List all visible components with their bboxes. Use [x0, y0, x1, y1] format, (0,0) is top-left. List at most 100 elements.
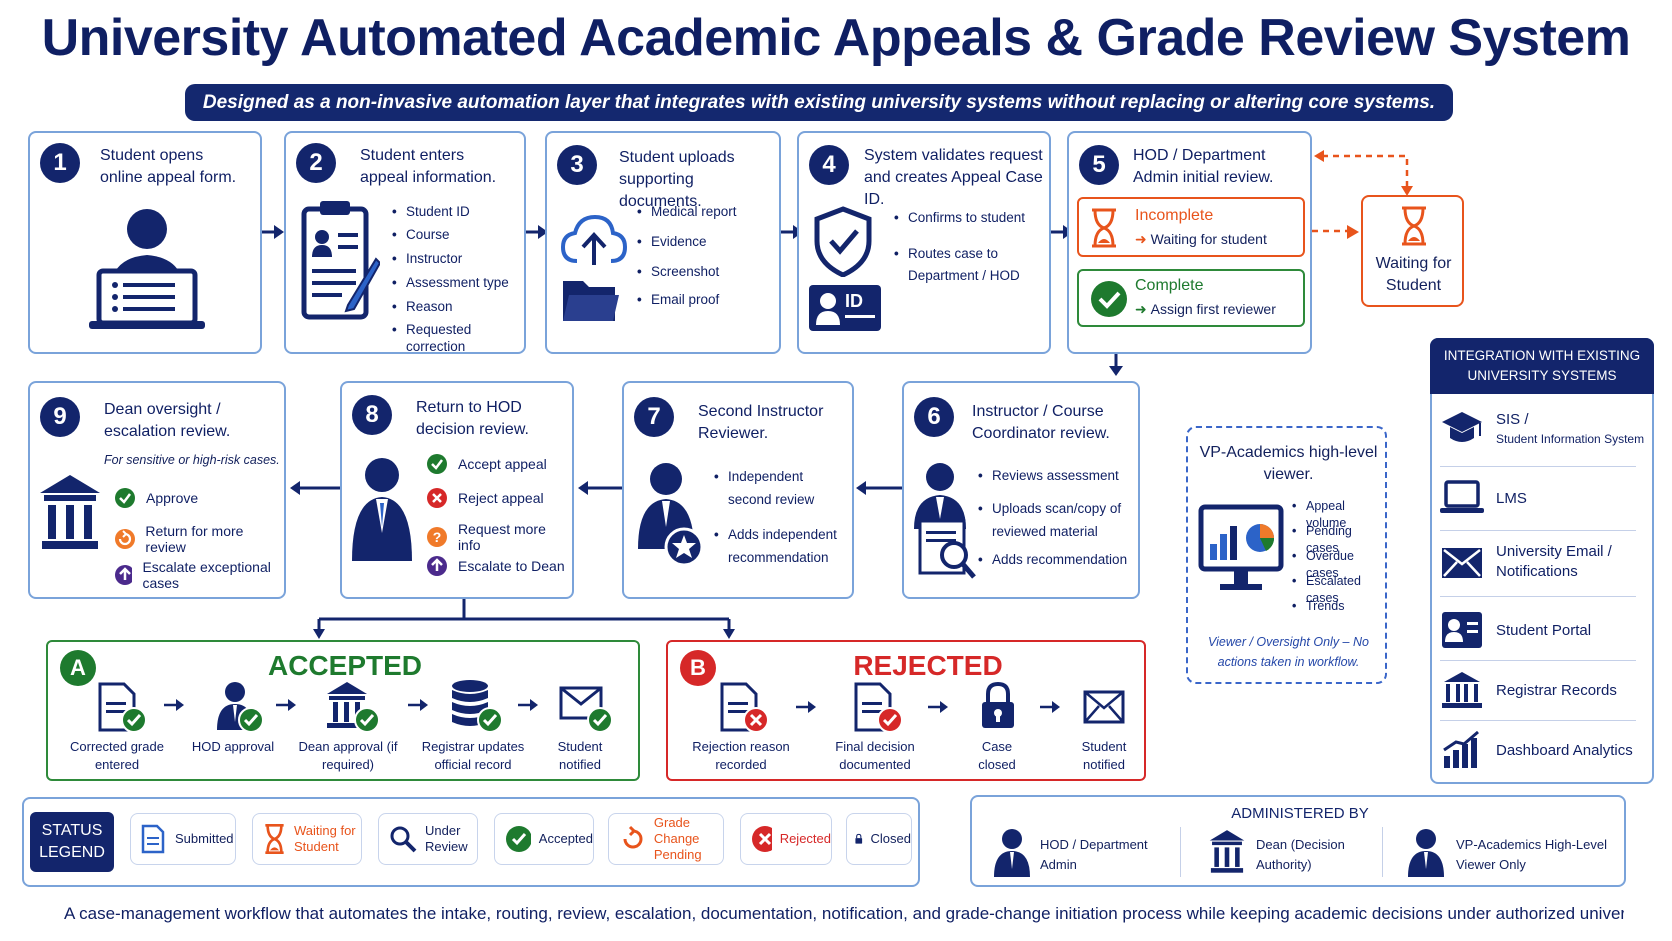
step-1-card[interactable]: 1 Student opens online appeal form.	[28, 131, 262, 354]
laptop-icon	[1440, 480, 1484, 513]
divider	[1440, 720, 1636, 721]
step-title: Return to HOD decision review.	[416, 399, 529, 438]
rejected-step: Student notified	[1081, 739, 1127, 772]
option-accept: Accept appeal	[426, 453, 547, 475]
step-title: HOD / Department Admin initial review.	[1133, 147, 1274, 186]
option-return: Return for more review	[114, 523, 284, 555]
step-8-card[interactable]: 8 Return to HOD decision review. Accept …	[340, 381, 574, 599]
bar-chart-icon	[1443, 730, 1479, 768]
svg-text:?: ?	[433, 529, 442, 545]
lock-icon	[982, 682, 1014, 728]
bullet-item: Independent second review	[714, 465, 834, 511]
bullet-item: Adds independent recommendation	[714, 523, 844, 569]
rejected-title: REJECTED	[853, 650, 1003, 681]
legend-waiting: Waiting for Student	[252, 813, 362, 865]
flow-arrow-left	[856, 481, 902, 495]
step-title: Instructor / Course Coordinator review.	[972, 403, 1110, 442]
email-icon	[1442, 548, 1482, 578]
integration-header: INTEGRATION WITH EXISTING UNIVERSITY SYS…	[1430, 338, 1654, 394]
database-icon	[452, 680, 503, 733]
integration-item-dashboard: Dashboard Analytics	[1440, 730, 1633, 770]
step-number: 9	[40, 397, 80, 437]
legend-title: STATUS LEGEND	[30, 812, 114, 872]
divider	[1440, 660, 1636, 661]
divider	[1440, 466, 1636, 467]
bullet-item: Course	[392, 226, 450, 243]
step-note: For sensitive or high-risk cases.	[104, 453, 280, 467]
vp-person-icon	[1408, 829, 1444, 877]
step-number: 5	[1079, 145, 1119, 185]
flow-arrow	[276, 699, 296, 711]
legend-closed: Closed	[846, 813, 912, 865]
incomplete-status[interactable]: Incomplete ➜ Waiting for student	[1077, 197, 1305, 257]
flow-arrow	[408, 699, 428, 711]
vp-viewer-title: VP-Academics high-level viewer.	[1199, 444, 1378, 483]
envelope-icon	[1083, 690, 1125, 724]
status-legend	[22, 797, 920, 887]
accepted-panel: A ACCEPTED	[46, 640, 640, 781]
id-card-icon	[1442, 612, 1482, 648]
vp-viewer-note: Viewer / Oversight Only – No actions tak…	[1208, 635, 1369, 669]
step-number: 3	[557, 145, 597, 185]
incomplete-sub: ➜ Waiting for student	[1135, 231, 1267, 247]
bullet-item: Uploads scan/copy of reviewed material	[978, 497, 1128, 543]
bullet-item: Student ID	[392, 203, 470, 220]
hourglass-icon	[265, 823, 284, 855]
envelope-check-icon	[559, 686, 613, 733]
step-9-card[interactable]: 9 Dean oversight / escalation review. Fo…	[28, 381, 286, 599]
integration-panel: INTEGRATION WITH EXISTING UNIVERSITY SYS…	[1430, 338, 1654, 784]
building-icon	[1442, 672, 1482, 708]
administered-by-panel: ADMINISTERED BY HOD / Department Admin D…	[970, 795, 1626, 887]
step-5-card[interactable]: 5 HOD / Department Admin initial review.…	[1067, 131, 1312, 354]
bullet-item: Requested correction	[392, 321, 524, 355]
divider	[1440, 596, 1636, 597]
institution-building-icon	[40, 475, 100, 549]
up-arrow-circle-icon	[427, 556, 447, 576]
hourglass-icon	[1402, 206, 1426, 246]
footer-text: A case-management workflow that automate…	[64, 904, 1624, 923]
accepted-step: Registrar updates official record	[421, 739, 525, 772]
step-3-card[interactable]: 3 Student uploads supporting documents. …	[545, 131, 781, 354]
hourglass-icon	[1092, 208, 1116, 248]
admin-dean: Dean (Decision Authority)	[1256, 837, 1345, 872]
divider	[1382, 827, 1383, 877]
student-laptop-icon	[89, 209, 205, 329]
step-6-card[interactable]: 6 Instructor / Course Coordinator review…	[902, 381, 1140, 599]
step-title: Dean oversight / escalation review.	[104, 401, 231, 440]
step-number: 1	[40, 143, 80, 183]
step-title: Student enters appeal information.	[360, 147, 497, 186]
hod-approval-icon	[217, 682, 264, 733]
check-circle-icon	[506, 826, 531, 852]
accepted-step: HOD approval	[191, 739, 275, 754]
folder-icon	[563, 281, 619, 321]
step-number: 4	[809, 145, 849, 185]
flow-arrow-left	[290, 481, 340, 495]
integration-item-lms: LMS	[1440, 478, 1527, 518]
refresh-icon	[115, 529, 135, 549]
bullet-item: Confirms to student	[894, 209, 1025, 226]
check-circle-icon	[115, 488, 135, 508]
id-card-icon: ID	[809, 285, 881, 331]
step-7-card[interactable]: 7 Second Instructor Reviewer. Independen…	[622, 381, 854, 599]
step-number: 7	[634, 397, 674, 437]
integration-item-sis: SIS /Student Information System	[1440, 408, 1644, 448]
step-number: 6	[914, 397, 954, 437]
complete-sub: ➜ Assign first reviewer	[1135, 301, 1276, 317]
flow-arrow	[518, 699, 538, 711]
bullet-item: Routes case to Department / HOD	[894, 243, 1044, 287]
bullet-item: Reviews assessment	[978, 467, 1119, 484]
bullet-item: Screenshot	[637, 263, 719, 280]
document-check-icon	[98, 682, 147, 733]
step-4-card[interactable]: 4 System validates request and creates A…	[797, 131, 1051, 354]
step-2-card[interactable]: 2 Student enters appeal information. Stu…	[284, 131, 526, 354]
complete-status[interactable]: Complete ➜ Assign first reviewer	[1077, 269, 1305, 327]
waiting-for-student-box[interactable]: Waiting for Student	[1361, 195, 1464, 307]
rejected-panel: B REJECTED	[666, 640, 1146, 781]
magnifier-icon	[390, 826, 417, 853]
flow-arrow	[1040, 701, 1060, 713]
rejected-step: Case closed	[978, 739, 1016, 772]
accepted-step: Corrected grade entered	[70, 739, 164, 772]
accepted-step: Student notified	[557, 739, 603, 772]
refresh-icon	[623, 825, 643, 849]
option-reject: Reject appeal	[426, 487, 544, 509]
